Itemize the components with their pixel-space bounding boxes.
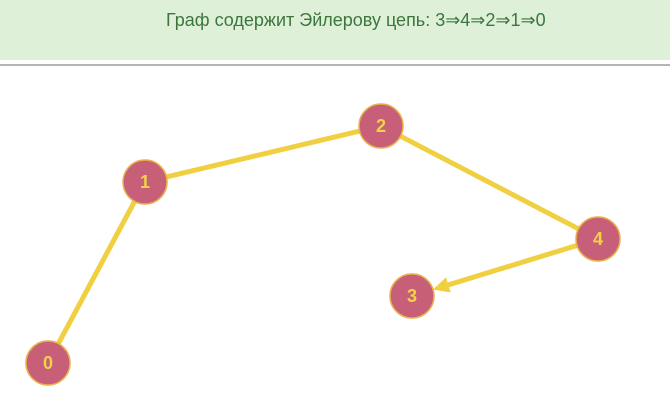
edge-2-4[interactable] bbox=[399, 133, 580, 232]
graph-node-3[interactable]: 3 bbox=[389, 273, 435, 319]
euler-path-message: Граф содержит Эйлерову цепь: 3⇒4⇒2⇒1⇒0 bbox=[166, 10, 546, 30]
node-label: 0 bbox=[43, 353, 53, 373]
node-circle bbox=[389, 273, 435, 319]
node-circle bbox=[358, 103, 404, 149]
graph-node-1[interactable]: 1 bbox=[122, 159, 168, 205]
divider bbox=[0, 64, 670, 66]
edge-line bbox=[165, 128, 361, 180]
edge-line bbox=[399, 133, 580, 232]
edge-line bbox=[447, 243, 578, 288]
edge-1-2[interactable] bbox=[165, 128, 361, 180]
node-label: 4 bbox=[593, 229, 603, 249]
edges-layer bbox=[56, 128, 580, 345]
node-label: 1 bbox=[140, 172, 150, 192]
node-circle bbox=[122, 159, 168, 205]
edge-line bbox=[56, 200, 137, 345]
status-banner: Граф содержит Эйлерову цепь: 3⇒4⇒2⇒1⇒0 bbox=[0, 0, 670, 60]
graph-node-2[interactable]: 2 bbox=[358, 103, 404, 149]
graph-node-0[interactable]: 0 bbox=[25, 340, 71, 386]
graph-node-4[interactable]: 4 bbox=[575, 216, 621, 262]
edge-0-1[interactable] bbox=[56, 200, 137, 345]
arrowhead-icon bbox=[433, 277, 451, 293]
node-circle bbox=[575, 216, 621, 262]
node-label: 2 bbox=[376, 116, 386, 136]
node-circle bbox=[25, 340, 71, 386]
edge-4-3[interactable] bbox=[433, 243, 578, 293]
node-label: 3 bbox=[407, 286, 417, 306]
nodes-layer: 0 1 2 3 4 bbox=[25, 103, 621, 386]
